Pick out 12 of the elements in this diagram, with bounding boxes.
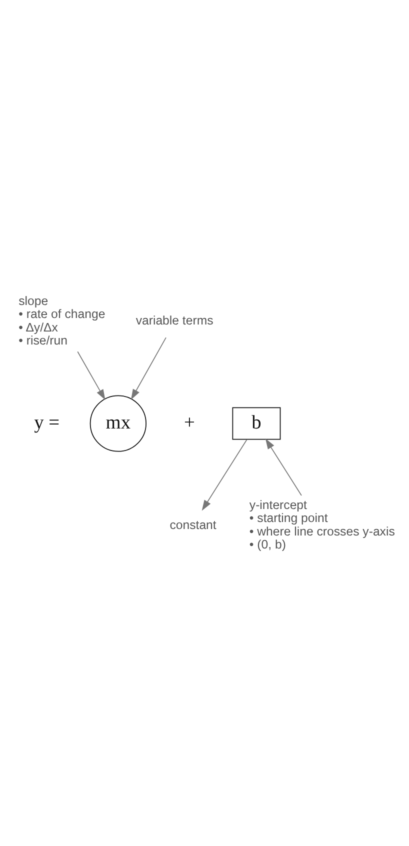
arrow <box>265 438 302 496</box>
label: y = <box>34 412 60 433</box>
node-text: y-intercept • starting point • where line crosses y-axis • (0, b) <box>249 497 395 552</box>
arrow <box>77 350 106 400</box>
node-circle: mx <box>90 394 146 452</box>
node-box: b <box>232 406 281 440</box>
label: + <box>184 412 195 433</box>
arrow <box>131 336 166 400</box>
node-text: variable terms <box>136 313 214 328</box>
node-text: slope • rate of change • Δy/Δx • rise/run <box>18 293 106 348</box>
arrow <box>202 438 248 510</box>
node-text: constant <box>170 517 216 532</box>
